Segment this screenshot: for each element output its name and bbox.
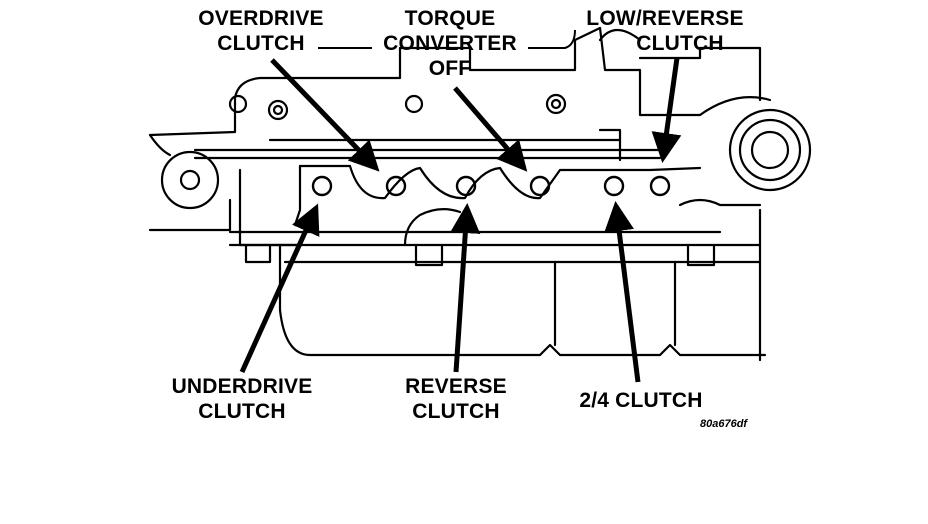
reverse-line-1: REVERSE bbox=[405, 375, 507, 398]
torque-converter-off-label: TORQUE CONVERTER OFF bbox=[370, 6, 530, 81]
torque-line-1: TORQUE bbox=[404, 7, 496, 30]
overdrive-line-1: OVERDRIVE bbox=[198, 7, 324, 30]
figure-id: 80a676df bbox=[700, 418, 748, 430]
reverse-line-2: CLUTCH bbox=[412, 400, 500, 423]
low-reverse-clutch-label: LOW/REVERSE CLUTCH bbox=[572, 6, 758, 56]
label-leader-lines bbox=[318, 29, 576, 49]
overdrive-line-2: CLUTCH bbox=[217, 32, 305, 55]
low-reverse-arrow bbox=[651, 57, 682, 163]
reverse-port bbox=[455, 175, 477, 197]
two-four-clutch-label: 2/4 CLUTCH bbox=[566, 388, 716, 413]
low-reverse-line-1: LOW/REVERSE bbox=[586, 7, 744, 30]
two-four-port bbox=[603, 175, 625, 197]
transmission-case-outline bbox=[148, 26, 812, 362]
overdrive-port bbox=[385, 175, 407, 197]
torque-line-3: OFF bbox=[428, 57, 472, 80]
underdrive-clutch-label: UNDERDRIVE CLUTCH bbox=[156, 374, 328, 424]
two-four-line-1: 2/4 CLUTCH bbox=[579, 389, 703, 412]
reverse-arrow bbox=[450, 203, 481, 373]
underdrive-port bbox=[311, 175, 333, 197]
two-four-arrow bbox=[604, 201, 641, 383]
underdrive-line-2: CLUTCH bbox=[198, 400, 286, 423]
underdrive-arrow bbox=[239, 203, 320, 374]
pointer-arrows bbox=[239, 57, 682, 383]
low-reverse-port bbox=[649, 175, 671, 197]
overdrive-clutch-label: OVERDRIVE CLUTCH bbox=[186, 6, 336, 56]
torque-converter-off-port bbox=[529, 175, 551, 197]
torque-line-2: CONVERTER bbox=[383, 32, 517, 55]
torque-converter-arrow bbox=[453, 86, 528, 172]
fluid-port-holes bbox=[311, 175, 671, 197]
low-reverse-line-2: CLUTCH bbox=[636, 32, 724, 55]
underdrive-line-1: UNDERDRIVE bbox=[171, 375, 313, 398]
reverse-clutch-label: REVERSE CLUTCH bbox=[386, 374, 526, 424]
overdrive-arrow bbox=[270, 58, 380, 172]
